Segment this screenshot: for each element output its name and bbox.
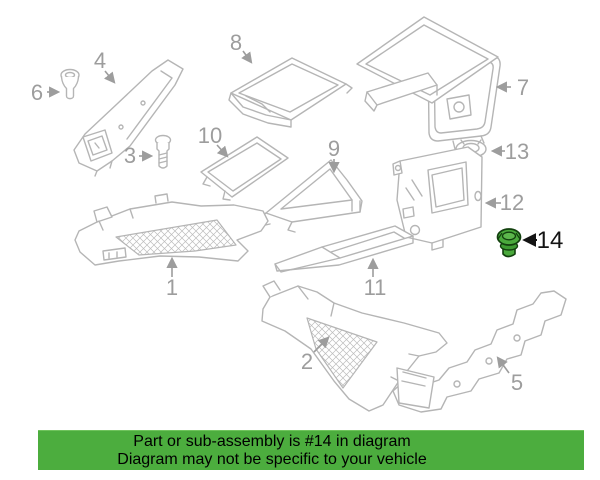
part-11-tray-drawing: [274, 225, 414, 273]
part-label-13: 13: [505, 139, 529, 164]
arrow-8: [241, 50, 253, 64]
part-label-11: 11: [364, 275, 387, 300]
part-4-bracket-drawing: [73, 59, 184, 177]
part-8-cover-drawing: [228, 57, 353, 128]
diagram-canvas: 1 2 3 4 5 6 7 8 9 10 11 12 13 14: [31, 16, 567, 413]
arrow-5: [496, 356, 510, 374]
part-label-8: 8: [230, 30, 242, 55]
part-label-3: 3: [124, 143, 136, 168]
part-label-12: 12: [500, 190, 524, 215]
highlight-info-banner: Part or sub-assembly is #14 in diagram D…: [38, 430, 584, 470]
arrow-2: [313, 336, 330, 353]
part-label-9: 9: [328, 136, 340, 161]
part-5-rail-drawing: [392, 290, 567, 413]
part-7-housing-drawing: [356, 16, 501, 150]
part-9-bracket-drawing: [258, 159, 363, 233]
part-label-10: 10: [198, 123, 222, 148]
arrow-4: [103, 70, 116, 84]
banner-line-2: Diagram may not be specific to your vehi…: [117, 450, 427, 468]
arrow-10: [216, 144, 229, 158]
part-label-7: 7: [517, 75, 529, 100]
part-number-labels: 1 2 3 4 5 6 7 8 9 10 11 12 13 14: [31, 30, 563, 395]
part-label-1: 1: [166, 275, 178, 300]
part-10-lid-drawing: [200, 136, 289, 201]
part-label-14-highlighted: 14: [537, 227, 564, 254]
part-3-screw-drawing: [154, 134, 172, 169]
banner-line-1: Part or sub-assembly is #14 in diagram: [133, 432, 411, 450]
part-label-2: 2: [301, 349, 313, 374]
part-6-clip-drawing: [60, 68, 80, 100]
part-2-cowl-drawing: [261, 280, 448, 412]
part-12-panel-drawing: [392, 146, 483, 251]
callout-arrows: [47, 50, 537, 374]
part-label-6: 6: [31, 80, 43, 105]
part-1-cowl-drawing: [74, 193, 269, 266]
part-14-highlighted-screw: [496, 228, 522, 258]
part-label-5: 5: [511, 370, 523, 395]
part-label-4: 4: [94, 48, 106, 73]
